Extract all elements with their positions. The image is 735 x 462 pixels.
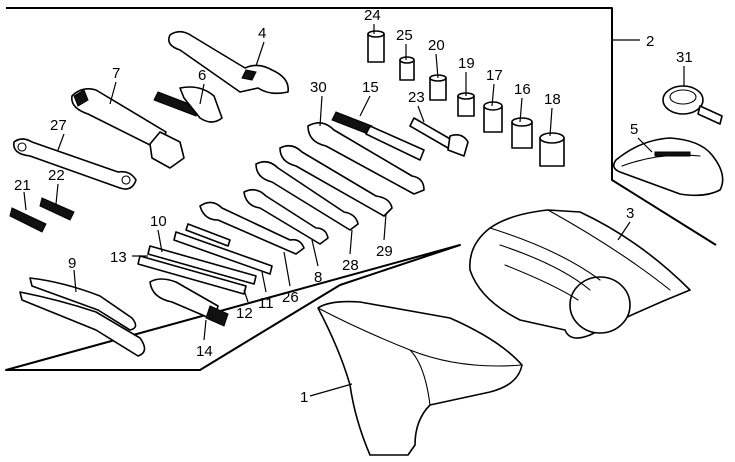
callout-12: 12 bbox=[236, 305, 253, 322]
tool-bag bbox=[317, 300, 523, 456]
callout-22: 22 bbox=[48, 167, 65, 184]
callout-14: 14 bbox=[196, 343, 213, 360]
screwdriver-grip bbox=[153, 86, 223, 123]
screwdriver-handle bbox=[149, 278, 229, 327]
socket-set bbox=[367, 30, 565, 167]
callout-10: 10 bbox=[150, 213, 167, 230]
callout-13: 13 bbox=[110, 249, 127, 266]
callout-29: 29 bbox=[376, 243, 393, 260]
callout-21: 21 bbox=[14, 177, 31, 194]
extension-bar bbox=[409, 117, 469, 157]
callout-11: 11 bbox=[258, 295, 274, 312]
screwdriver-set bbox=[137, 223, 273, 295]
hex-key-22 bbox=[39, 197, 75, 221]
pressure-gauge bbox=[662, 85, 723, 125]
callout-2: 2 bbox=[646, 33, 654, 50]
leader-lines bbox=[23, 24, 685, 397]
callout-1: 1 bbox=[300, 389, 308, 406]
callout-8: 8 bbox=[314, 269, 322, 286]
callout-3: 3 bbox=[626, 205, 634, 222]
callout-18: 18 bbox=[544, 91, 561, 108]
callout-labels: 1 2 3 4 5 6 7 8 9 10 11 12 13 14 15 16 1… bbox=[14, 7, 693, 406]
open-end-wrenches bbox=[199, 122, 425, 255]
callout-26: 26 bbox=[282, 289, 299, 306]
callout-15: 15 bbox=[362, 79, 379, 96]
callout-9: 9 bbox=[68, 255, 76, 272]
callout-28: 28 bbox=[342, 257, 359, 274]
vinyl-pouch bbox=[612, 137, 724, 197]
callout-27: 27 bbox=[50, 117, 67, 134]
spark-plug-wrench bbox=[71, 88, 185, 169]
pliers bbox=[19, 277, 146, 357]
kit-boundary-frame bbox=[5, 7, 717, 371]
hex-key-21 bbox=[9, 207, 47, 233]
callout-5: 5 bbox=[630, 121, 638, 138]
callout-24: 24 bbox=[364, 7, 381, 24]
callout-19: 19 bbox=[458, 55, 475, 72]
tool-wrap-roll bbox=[469, 209, 691, 339]
file-tool bbox=[331, 111, 425, 161]
callout-23: 23 bbox=[408, 89, 425, 106]
callout-25: 25 bbox=[396, 27, 413, 44]
callout-16: 16 bbox=[514, 81, 531, 98]
callout-31: 31 bbox=[676, 49, 693, 66]
callout-17: 17 bbox=[486, 67, 503, 84]
callout-4: 4 bbox=[258, 25, 266, 42]
callout-20: 20 bbox=[428, 37, 445, 54]
box-wrench-27 bbox=[13, 138, 137, 190]
callout-30: 30 bbox=[310, 79, 327, 96]
callout-6: 6 bbox=[198, 67, 206, 84]
adjustable-wrench bbox=[167, 30, 289, 95]
callout-7: 7 bbox=[112, 65, 120, 82]
